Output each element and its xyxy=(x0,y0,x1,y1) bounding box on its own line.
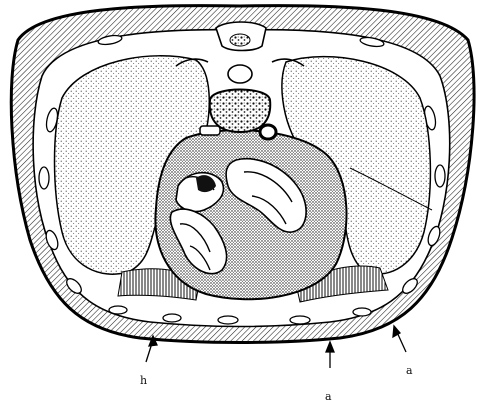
label-a-right: a xyxy=(406,364,413,377)
aorta xyxy=(260,125,276,139)
label-a-center: a xyxy=(325,390,332,403)
label-h: h xyxy=(140,374,147,387)
esophagus xyxy=(200,126,220,135)
